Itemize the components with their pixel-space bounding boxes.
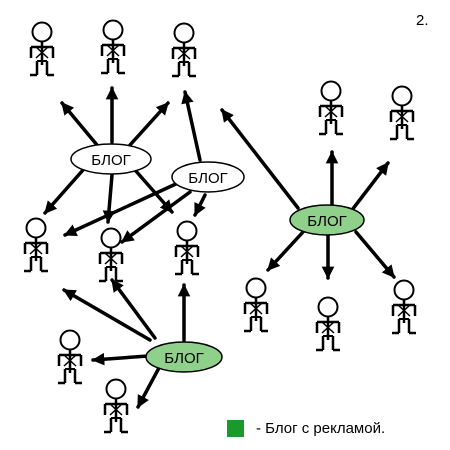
- person-figure: [99, 19, 127, 75]
- person-figure: [102, 378, 130, 434]
- person-figure: [170, 22, 198, 78]
- person-figure: [22, 217, 50, 273]
- arrow: [136, 364, 162, 409]
- person-figure: [314, 296, 342, 352]
- arrow: [193, 193, 207, 217]
- arrow: [120, 190, 192, 244]
- arrows-layer: [43, 86, 396, 409]
- blog-node-plain: БЛОГ: [171, 161, 245, 193]
- legend-swatch: [227, 419, 244, 437]
- person-figure: [56, 329, 84, 385]
- person-figure: [242, 277, 270, 333]
- arrow: [133, 168, 174, 214]
- arrow: [43, 168, 85, 215]
- person-figure: [28, 21, 56, 77]
- arrow: [220, 108, 300, 210]
- arrow: [266, 230, 305, 272]
- arrow: [181, 90, 202, 162]
- blog-label: БЛОГ: [91, 152, 130, 169]
- arrow: [350, 161, 390, 212]
- blog-label: БЛОГ: [164, 350, 203, 367]
- arrow: [62, 288, 152, 342]
- blogs-layer: БЛОГ БЛОГ БЛОГ БЛОГ: [70, 143, 365, 373]
- person-figure: [390, 279, 418, 335]
- arrow: [60, 101, 99, 147]
- blog-label: БЛОГ: [307, 213, 346, 230]
- person-figure: [317, 80, 345, 136]
- person-figure: [388, 85, 416, 141]
- arrow: [63, 181, 180, 237]
- blog-node-plain: БЛОГ: [70, 143, 152, 175]
- person-figure: [97, 227, 125, 283]
- arrow: [91, 352, 150, 366]
- blog-node-ad: БЛОГ: [289, 204, 365, 236]
- person-figure: [173, 220, 201, 276]
- arrow: [354, 230, 396, 279]
- arrow: [110, 278, 157, 340]
- blog-node-ad: БЛОГ: [145, 341, 223, 373]
- legend: - Блог с рекламой.: [227, 418, 385, 438]
- blog-label: БЛОГ: [188, 170, 227, 187]
- page-number: 2.: [416, 12, 429, 29]
- legend-text: - Блог с рекламой.: [256, 419, 386, 437]
- arrow: [128, 101, 170, 147]
